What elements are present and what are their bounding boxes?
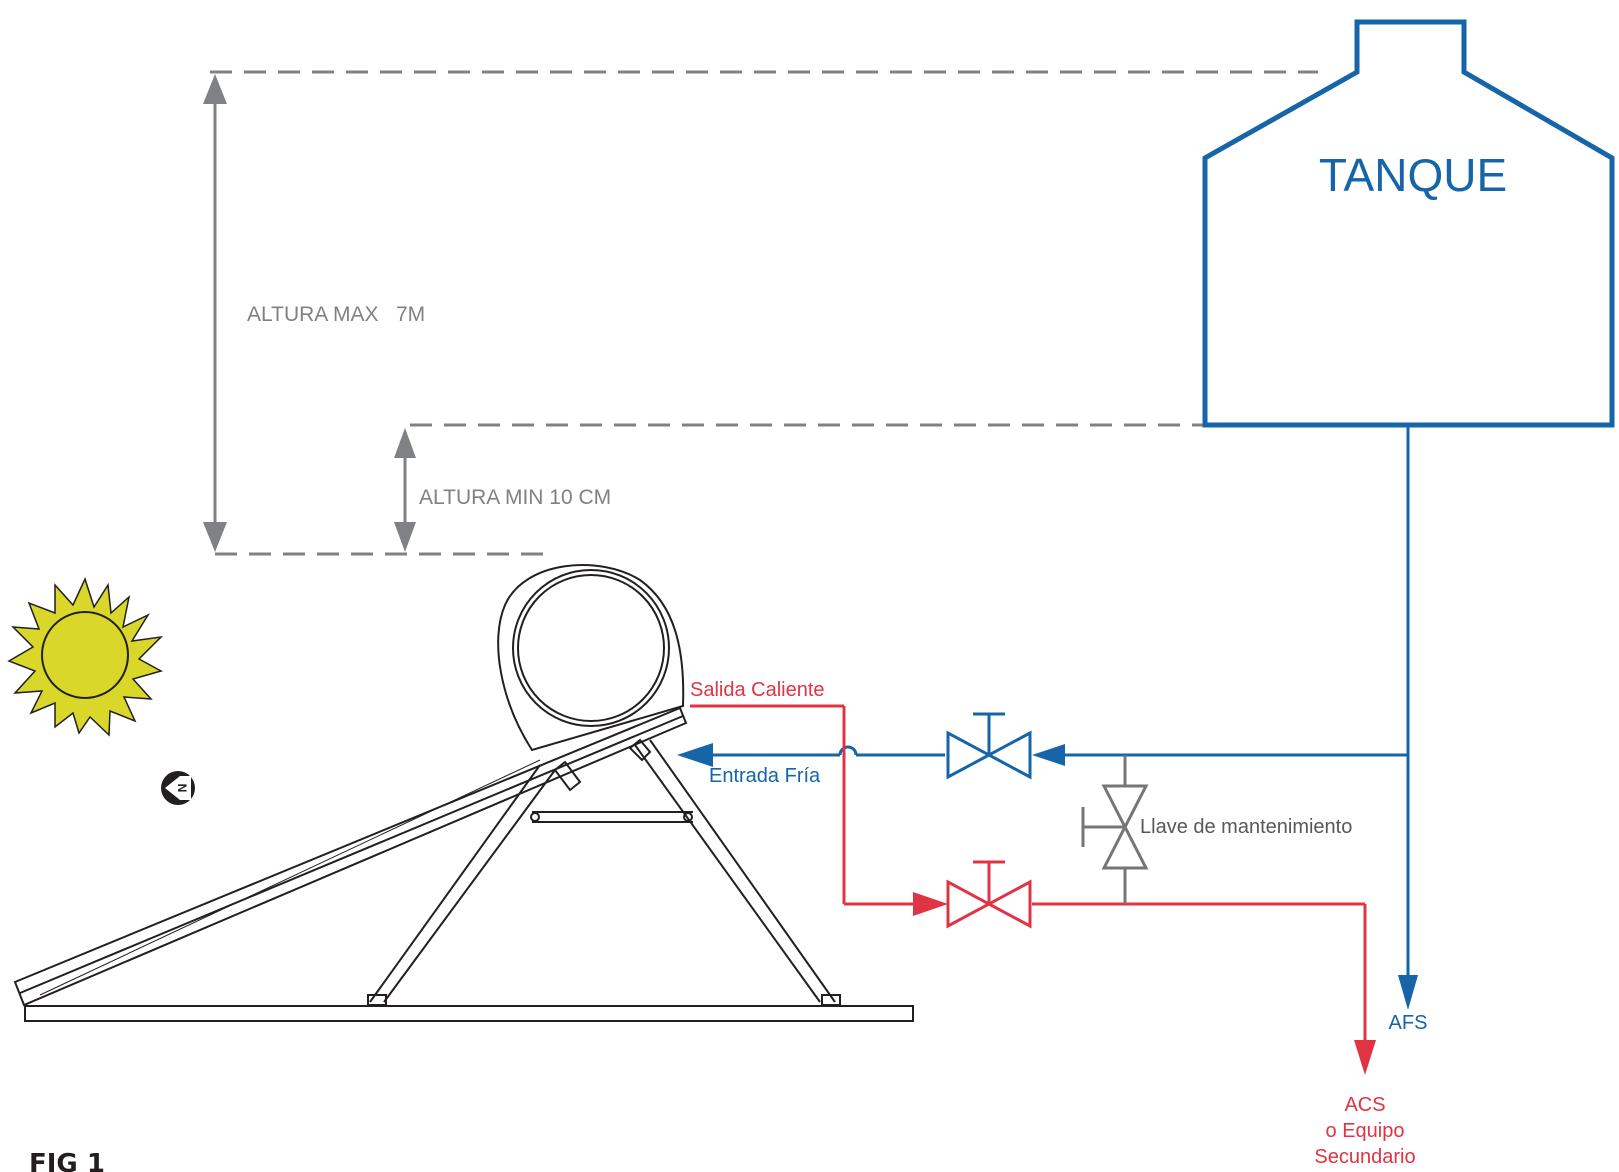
cold-inlet-label: Entrada Fría xyxy=(709,765,821,787)
cold-water-valve-icon xyxy=(946,712,1032,780)
water-tank: TANQUE xyxy=(1202,19,1615,428)
heater-base xyxy=(24,1005,914,1022)
min-height-arrow xyxy=(394,428,416,552)
hot-water-piping xyxy=(690,704,1367,1045)
afs-label: AFS xyxy=(1389,1012,1428,1034)
hot-pipe-arrow-icon xyxy=(913,892,948,916)
figure-label: FIG 1 xyxy=(29,1149,105,1172)
sun-icon xyxy=(7,576,164,737)
arrow-down-icon xyxy=(394,522,416,552)
cold-water-piping xyxy=(705,427,1410,985)
arrow-up-icon xyxy=(394,428,416,458)
afs-arrow-icon xyxy=(1398,975,1418,1010)
maintenance-bypass xyxy=(1081,755,1149,904)
max-height-arrow xyxy=(203,74,227,552)
tank-label: TANQUE xyxy=(1319,149,1507,201)
acs-label-line3: Secundario xyxy=(1314,1146,1415,1168)
valve-inlet-arrow-icon xyxy=(1032,744,1065,766)
acs-label-line1: ACS xyxy=(1344,1094,1385,1116)
svg-text:N: N xyxy=(175,784,189,793)
cold-inlet-arrow-icon xyxy=(677,743,713,767)
arrow-up-icon xyxy=(203,74,227,104)
solar-water-heater xyxy=(13,564,914,1022)
arrow-down-icon xyxy=(203,522,227,552)
height-reference-lines xyxy=(210,70,1318,556)
maintenance-valve-label: Llave de mantenimiento xyxy=(1140,816,1352,838)
acs-arrow-icon xyxy=(1354,1040,1376,1075)
max-height-label: ALTURA MAX 7M xyxy=(247,303,425,326)
collector-panel xyxy=(13,706,688,1007)
maintenance-valve-icon xyxy=(1101,784,1149,870)
hot-water-valve-icon xyxy=(946,860,1032,929)
north-compass-icon: N xyxy=(161,771,195,805)
hot-outlet-label: Salida Caliente xyxy=(690,679,825,701)
acs-label-line2: o Equipo xyxy=(1326,1120,1405,1142)
min-height-label: ALTURA MIN 10 CM xyxy=(419,486,611,509)
